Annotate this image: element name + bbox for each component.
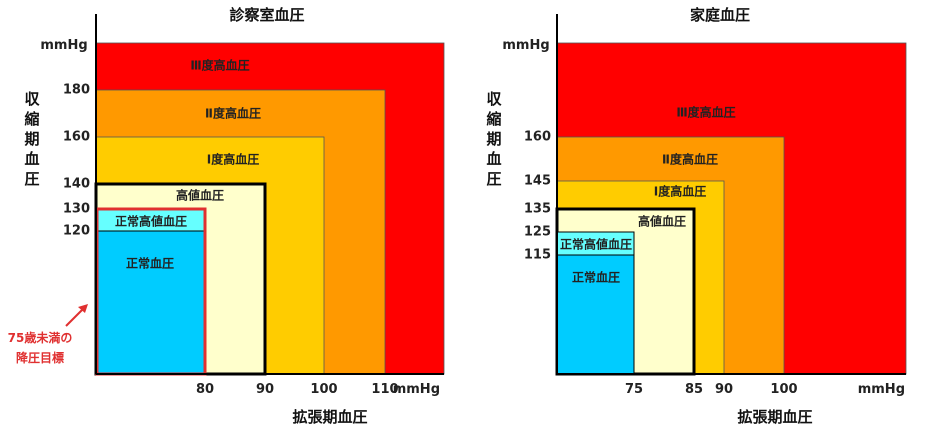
- chart-title-0: 診察室血圧: [229, 6, 304, 24]
- y-tick-1-1: 125: [524, 225, 551, 240]
- y-tick-1-4: 160: [524, 130, 551, 145]
- y-axis-label-char: 圧: [486, 170, 501, 188]
- y-tick-0-0: 120: [63, 224, 90, 239]
- y-tick-0-2: 140: [63, 177, 90, 192]
- x-axis-label-0: 拡張期血圧: [292, 408, 367, 426]
- x-tick-1-3: 100: [770, 382, 797, 397]
- x-tick-0-0: 80: [196, 382, 214, 397]
- zone-label-1-4: 正常高値血圧: [560, 237, 632, 252]
- x-tick-1-1: 85: [685, 382, 703, 397]
- zone-label-0-4: 正常高値血圧: [115, 214, 187, 229]
- y-tick-0-1: 130: [63, 202, 90, 217]
- y-tick-0-3: 160: [63, 130, 90, 145]
- zone-label-0-2: Ⅰ度高血圧: [207, 152, 259, 167]
- y-axis-label-char: 血: [486, 150, 501, 168]
- x-tick-0-2: 100: [310, 382, 337, 397]
- y-axis-label-char: 収: [24, 90, 40, 108]
- y-unit-0: mmHg: [40, 38, 87, 53]
- y-tick-1-3: 145: [524, 174, 551, 189]
- zone-label-1-0: Ⅲ度高血圧: [676, 105, 735, 120]
- annotation-arrow-line: [65, 307, 85, 327]
- x-tick-0-3: 110: [371, 382, 398, 397]
- x-axis-label-1: 拡張期血圧: [737, 408, 812, 426]
- zone-label-1-3: 高値血圧: [638, 214, 686, 229]
- y-axis-label-char: 期: [24, 130, 39, 148]
- y-axis-label-char: 期: [486, 130, 501, 148]
- zone-label-0-0: Ⅲ度高血圧: [190, 58, 249, 73]
- y-unit-1: mmHg: [502, 38, 549, 53]
- zone-label-0-3: 高値血圧: [176, 188, 224, 203]
- y-axis-label-char: 血: [24, 150, 39, 168]
- x-tick-0-1: 90: [256, 382, 274, 397]
- y-axis-label-0: 収縮期血圧: [24, 90, 40, 188]
- zone-label-1-2: Ⅰ度高血圧: [654, 184, 706, 199]
- y-axis-label-char: 圧: [24, 170, 39, 188]
- annotation-text-0: 75歳未満の: [8, 330, 73, 345]
- x-tick-1-2: 90: [715, 382, 733, 397]
- y-tick-1-2: 135: [524, 202, 551, 217]
- x-tick-1-0: 75: [625, 382, 643, 397]
- zone-label-1-5: 正常血圧: [572, 270, 620, 285]
- chart-title-1: 家庭血圧: [690, 6, 750, 24]
- zone-label-0-5: 正常血圧: [126, 256, 174, 271]
- zone-0-5: [95, 230, 206, 375]
- zone-1-5: [556, 254, 635, 375]
- y-axis-label-char: 縮: [486, 110, 501, 128]
- y-tick-1-0: 115: [524, 248, 551, 263]
- y-axis-label-char: 縮: [24, 110, 39, 128]
- y-axis-label-1: 収縮期血圧: [486, 90, 502, 188]
- x-unit-0: mmHg: [393, 382, 440, 397]
- annotation-arrow-head: [78, 304, 88, 313]
- annotation-text-1: 降圧目標: [16, 350, 64, 365]
- y-tick-0-4: 180: [63, 83, 90, 98]
- y-axis-label-char: 収: [486, 90, 502, 108]
- zone-label-1-1: Ⅱ度高血圧: [662, 152, 718, 167]
- x-unit-1: mmHg: [858, 382, 905, 397]
- zone-label-0-1: Ⅱ度高血圧: [205, 106, 261, 121]
